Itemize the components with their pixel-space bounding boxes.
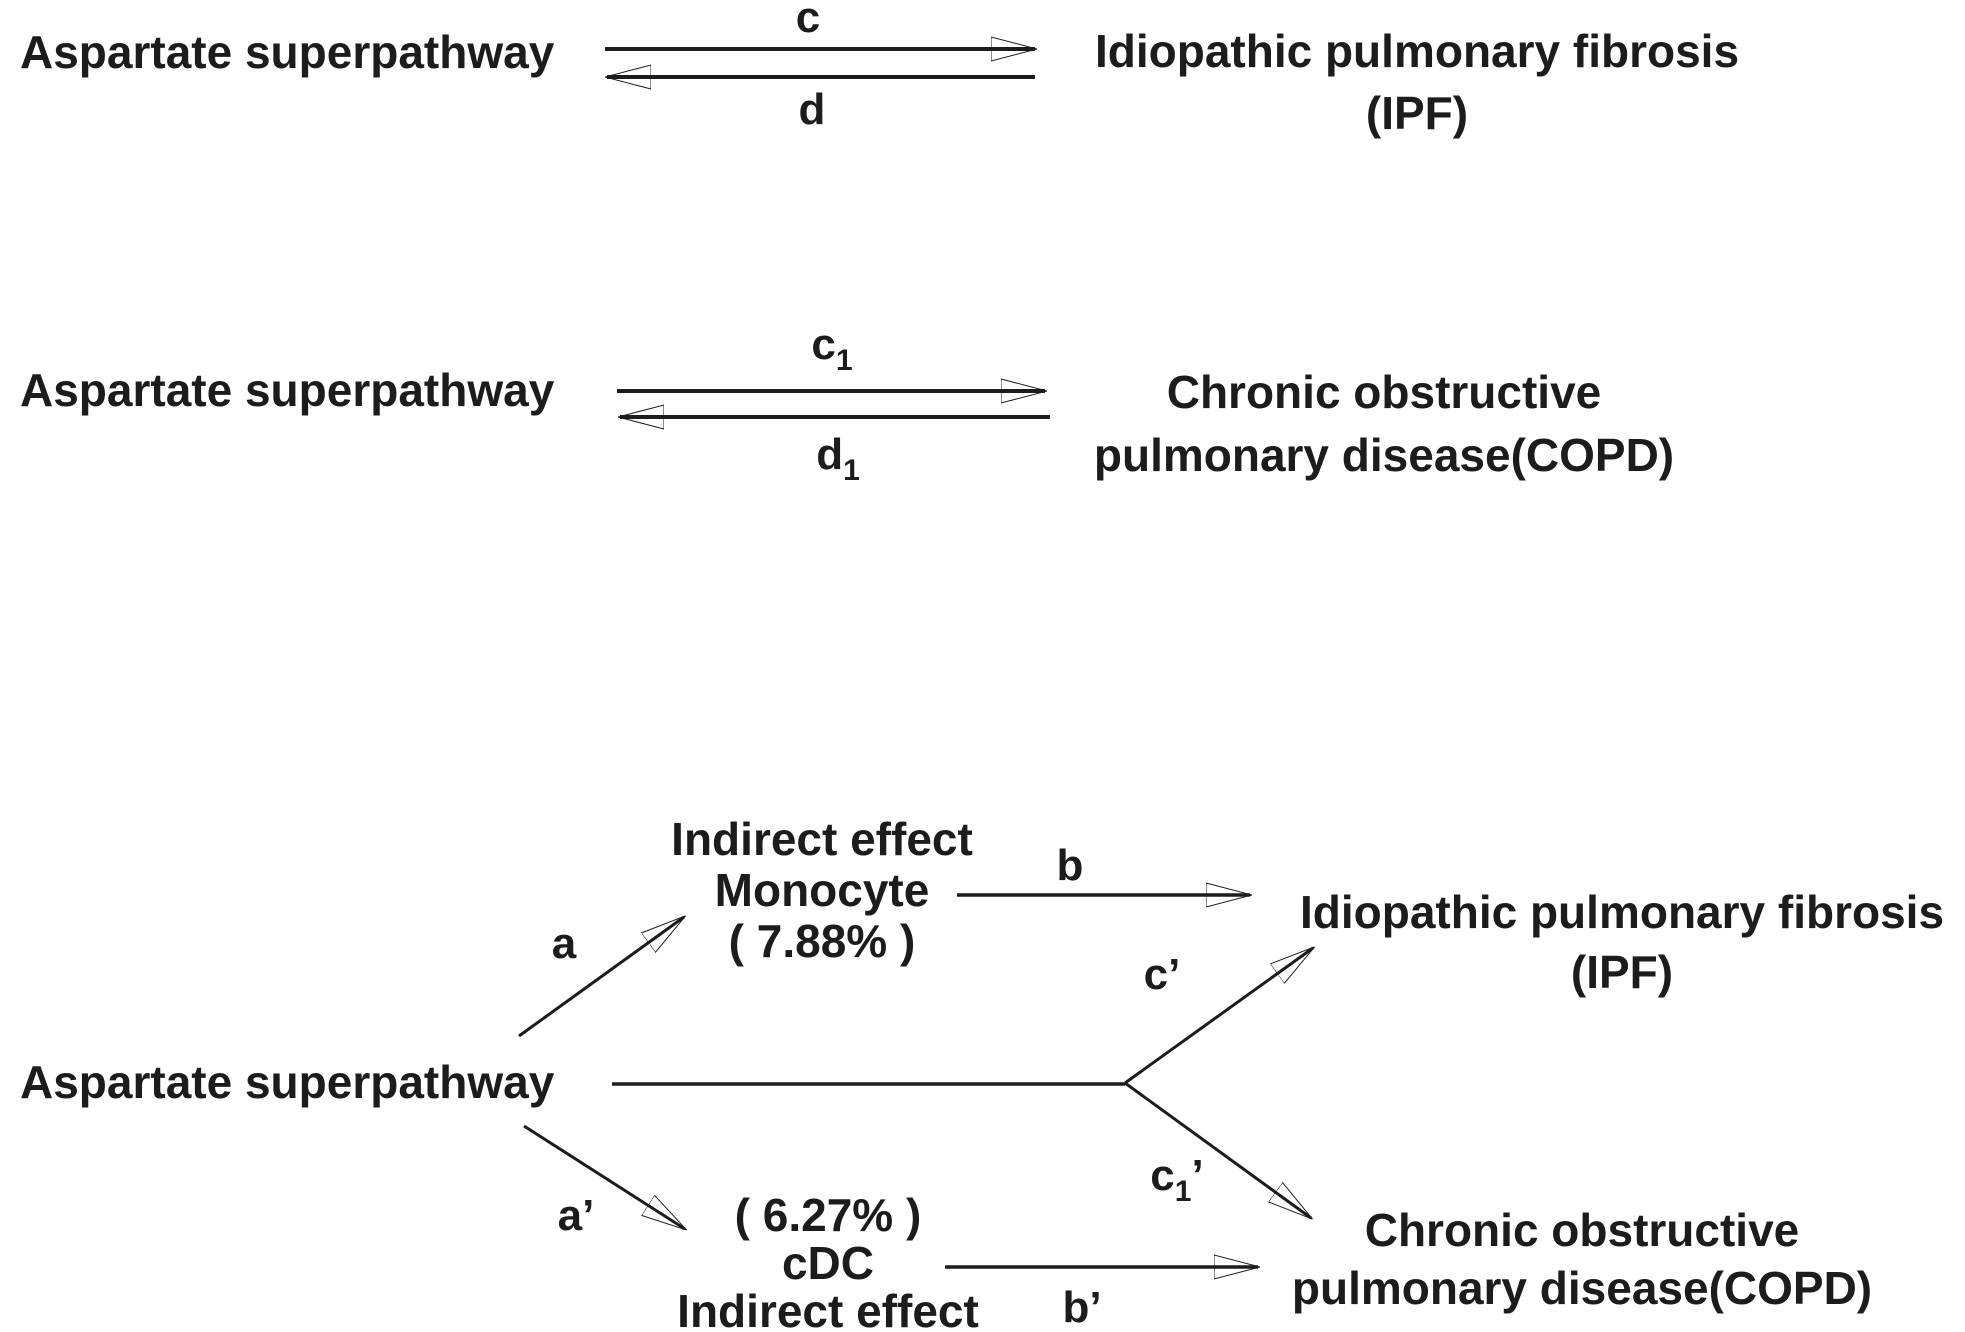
panel2-forward-label-sub: 1 (835, 344, 853, 377)
panel3-source-label: Aspartate superpathway (20, 1056, 555, 1108)
panel3-label-b: b (1056, 841, 1084, 890)
panel2-forward-label: c1 (811, 323, 852, 376)
panel3-copd-line1: Chronic obstructive (1364, 1204, 1800, 1256)
panel3-label-c1-prime-base: c (1150, 1151, 1175, 1200)
panel3-monocyte-line1: Indirect effect (671, 813, 973, 865)
panel3-label-c1-prime-mark: ’ (1191, 1151, 1204, 1200)
panel3-label-b-prime: b’ (1062, 1283, 1102, 1332)
arrow-c-prime-to-ipf (1124, 948, 1313, 1085)
panel3-ipf-line1: Idiopathic pulmonary fibrosis (1299, 886, 1945, 938)
panel2-target-line2: pulmonary disease(COPD) (1093, 429, 1675, 481)
panel2-target-line1: Chronic obstructive (1166, 366, 1602, 418)
panel1-reverse-label: d (798, 85, 826, 134)
panel1-forward-label: c (795, 0, 821, 42)
arrow-a-prime-to-cdc (523, 1124, 685, 1229)
arrow-a-to-monocyte (518, 917, 684, 1038)
panel3-label-c-prime: c’ (1143, 950, 1181, 999)
panel1-target-line1: Idiopathic pulmonary fibrosis (1094, 25, 1740, 77)
panel2-source-label: Aspartate superpathway (20, 364, 555, 416)
panel1-target-line2: (IPF) (1365, 87, 1469, 139)
panel1-target-node: Idiopathic pulmonary fibrosis (IPF) (1095, 20, 1739, 144)
panel3-ipf-line2: (IPF) (1570, 946, 1674, 998)
panel3-cdc-line3: Indirect effect (677, 1285, 979, 1332)
panel2-reverse-label-sub: 1 (843, 454, 860, 487)
panel3-monocyte-line3: ( 7.88% ) (728, 915, 916, 967)
panel3-copd-node: Chronic obstructive pulmonary disease(CO… (1292, 1201, 1872, 1317)
panel2-reverse-label: d1 (816, 433, 860, 486)
panel3-label-c1-prime: c1’ (1150, 1154, 1203, 1207)
panel3-label-a-prime: a’ (557, 1191, 595, 1240)
panel3-monocyte-node: Indirect effect Monocyte ( 7.88% ) (671, 814, 973, 967)
panel3-label-c1-prime-sub: 1 (1174, 1175, 1192, 1208)
panel1-source-label: Aspartate superpathway (20, 26, 555, 78)
panel3-cdc-line2: cDC (781, 1237, 875, 1289)
panel3-ipf-node: Idiopathic pulmonary fibrosis (IPF) (1300, 882, 1944, 1002)
panel3-cdc-node: ( 6.27% ) cDC Indirect effect (677, 1191, 979, 1332)
panel3-monocyte-line2: Monocyte (714, 864, 930, 916)
panel2-target-node: Chronic obstructive pulmonary disease(CO… (1094, 361, 1674, 487)
arrow-c1-prime-to-copd (1124, 1081, 1311, 1218)
panel3-cdc-line1: ( 6.27% ) (734, 1189, 922, 1241)
panel3-copd-line2: pulmonary disease(COPD) (1291, 1262, 1873, 1314)
panel3-label-a: a (551, 919, 577, 968)
panel2-reverse-label-base: d (816, 430, 844, 479)
panel2-forward-label-base: c (811, 320, 836, 369)
